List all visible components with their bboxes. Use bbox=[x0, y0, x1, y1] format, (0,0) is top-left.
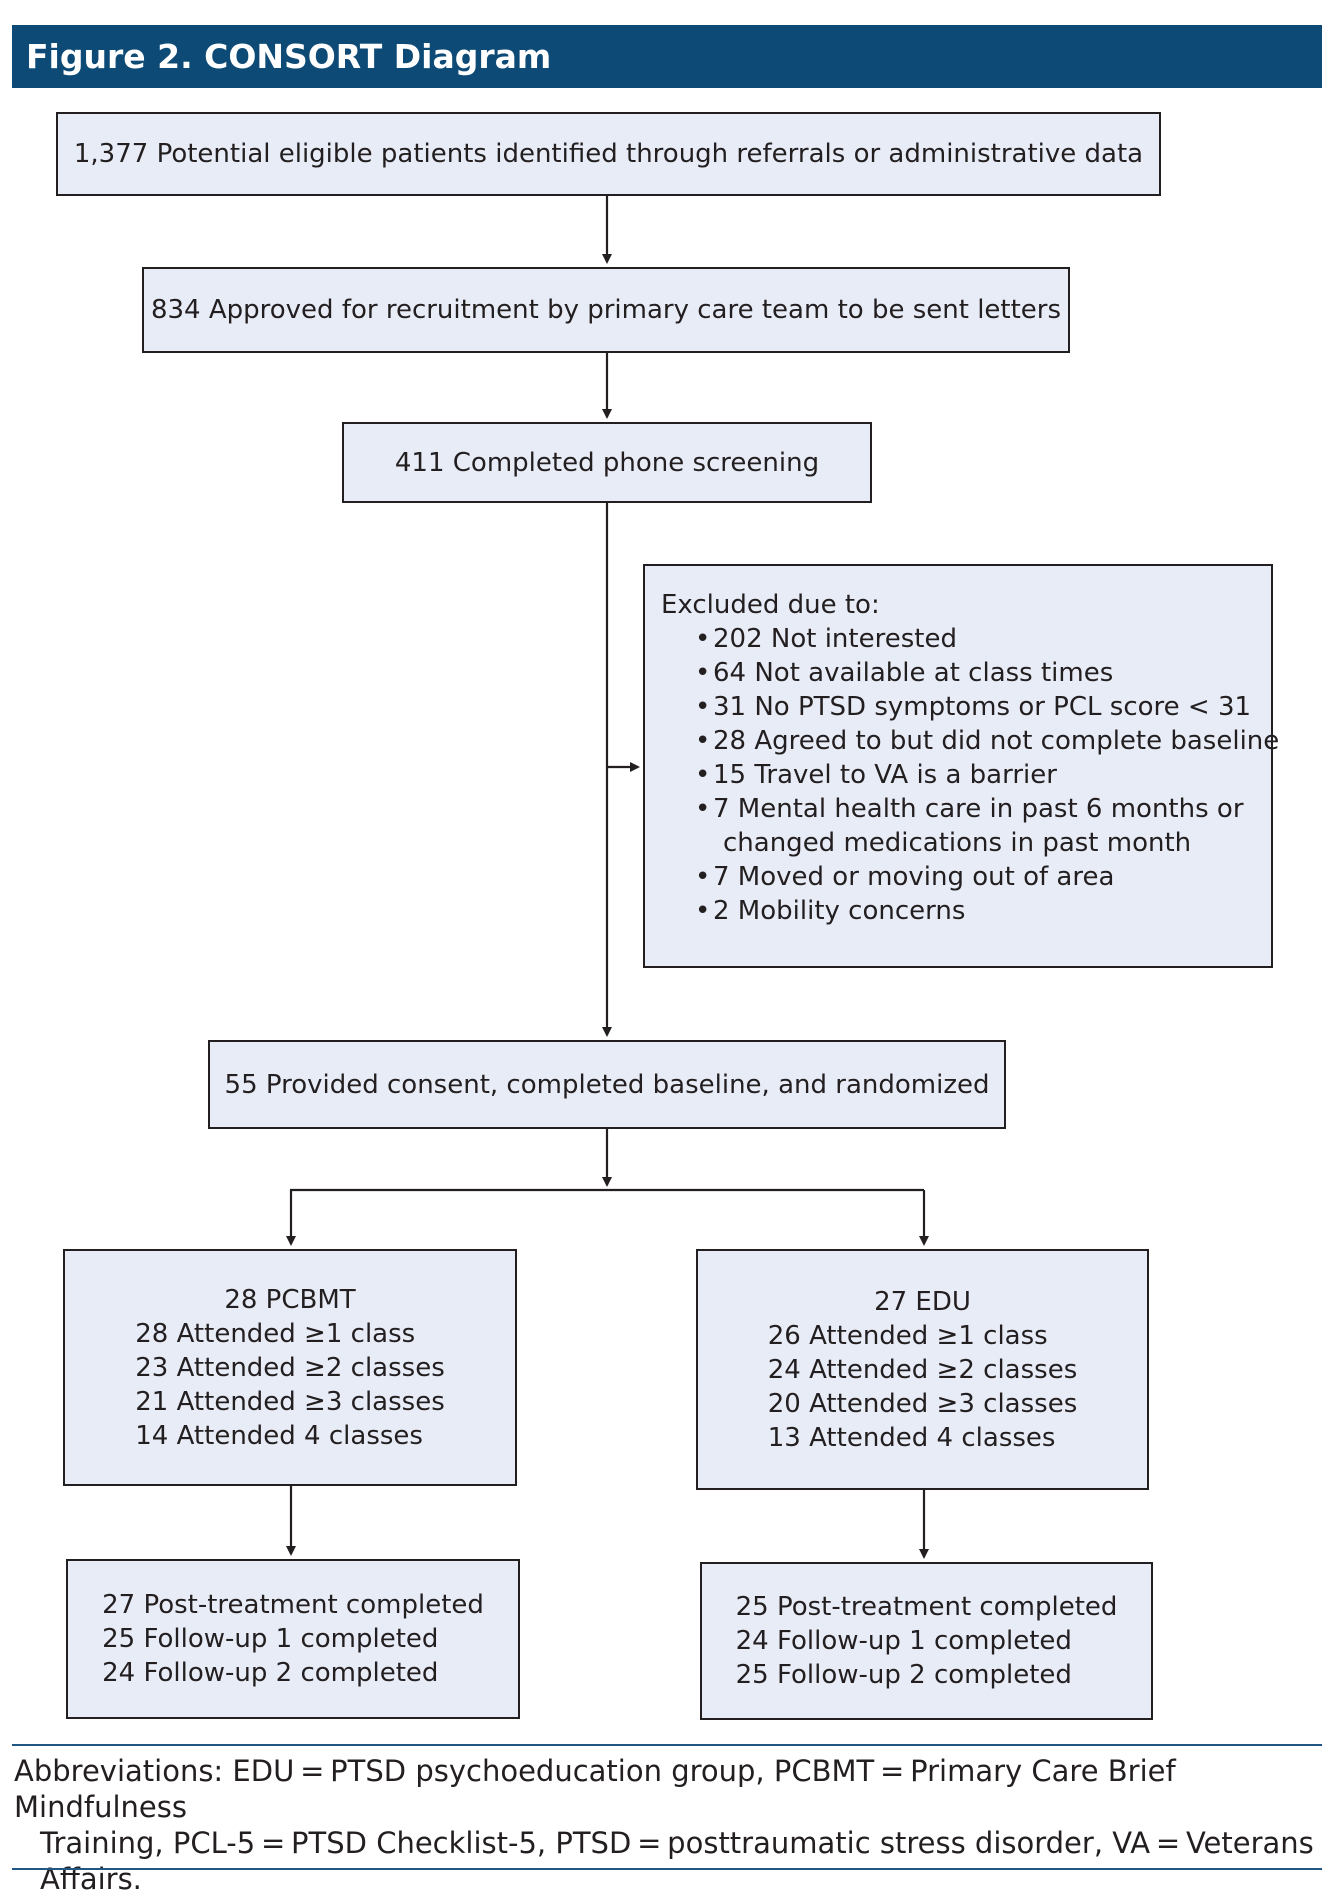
excluded-item: •64 Not available at class times bbox=[661, 656, 1271, 690]
bullet-icon: • bbox=[695, 692, 711, 722]
abbreviations-line: Abbreviations: EDU = PTSD psychoeducatio… bbox=[14, 1754, 1176, 1824]
bullet-icon: • bbox=[695, 760, 711, 790]
followup-edu-box: 25 Post-treatment completed 24 Follow-up… bbox=[700, 1562, 1153, 1720]
excluded-list: •202 Not interested•64 Not available at … bbox=[661, 622, 1279, 928]
identified-box: 1,377 Potential eligible patients identi… bbox=[56, 112, 1161, 196]
arm-edu-line: 20 Attended ≥3 classes bbox=[767, 1388, 1078, 1419]
randomized-box: 55 Provided consent, completed baseline,… bbox=[208, 1040, 1006, 1129]
arm-pcbmt-line: 28 Attended ≥1 class bbox=[135, 1318, 416, 1349]
arm-pcbmt-line: 21 Attended ≥3 classes bbox=[135, 1386, 445, 1417]
followup-pcbmt-line: 24 Follow-up 2 completed bbox=[102, 1658, 439, 1688]
excluded-item-text: 7 Moved or moving out of area bbox=[713, 862, 1115, 892]
bullet-icon: • bbox=[695, 624, 711, 654]
arm-edu-line: 24 Attended ≥2 classes bbox=[767, 1354, 1078, 1385]
bullet-icon: • bbox=[695, 658, 711, 688]
arm-pcbmt-line: 14 Attended 4 classes bbox=[135, 1420, 423, 1451]
footer-rule-top bbox=[12, 1744, 1322, 1746]
arm-pcbmt-line: 23 Attended ≥2 classes bbox=[135, 1352, 445, 1383]
excluded-item-text: 7 Mental health care in past 6 months or bbox=[713, 794, 1244, 824]
bullet-icon: • bbox=[695, 794, 711, 824]
excluded-item-text: 2 Mobility concerns bbox=[713, 896, 966, 926]
excluded-item: •7 Moved or moving out of area bbox=[661, 860, 1271, 894]
followup-pcbmt-line: 25 Follow-up 1 completed bbox=[102, 1624, 439, 1654]
arm-pcbmt-box: 28 PCBMT 28 Attended ≥1 class 23 Attende… bbox=[63, 1249, 517, 1486]
arm-edu-line: 13 Attended 4 classes bbox=[767, 1422, 1056, 1453]
excluded-heading: Excluded due to: bbox=[661, 590, 880, 620]
followup-edu-line: 24 Follow-up 1 completed bbox=[735, 1626, 1072, 1656]
excluded-item-text: 31 No PTSD symptoms or PCL score < 31 bbox=[713, 692, 1252, 722]
excluded-item: •202 Not interested bbox=[661, 622, 1271, 656]
followup-edu-line: 25 Post-treatment completed bbox=[735, 1592, 1118, 1622]
screened-text: 411 Completed phone screening bbox=[394, 447, 820, 478]
excluded-box: Excluded due to: •202 Not interested•64 … bbox=[643, 564, 1279, 968]
bullet-icon: • bbox=[695, 862, 711, 892]
excluded-item: •28 Agreed to but did not complete basel… bbox=[661, 724, 1279, 758]
excluded-item: •31 No PTSD symptoms or PCL score < 31 bbox=[661, 690, 1271, 724]
abbreviations-note: Abbreviations: EDU = PTSD psychoeducatio… bbox=[14, 1753, 1314, 1897]
followup-pcbmt-box: 27 Post-treatment completed 25 Follow-up… bbox=[66, 1559, 520, 1719]
randomized-text: 55 Provided consent, completed baseline,… bbox=[224, 1069, 990, 1100]
approved-text: 834 Approved for recruitment by primary … bbox=[150, 295, 1062, 325]
followup-pcbmt-line: 27 Post-treatment completed bbox=[102, 1590, 484, 1620]
approved-box: 834 Approved for recruitment by primary … bbox=[142, 267, 1070, 353]
excluded-item-continuation: changed medications in past month bbox=[723, 828, 1192, 858]
excluded-item: •2 Mobility concerns bbox=[661, 894, 1271, 928]
arm-pcbmt-head: 28 PCBMT bbox=[224, 1284, 356, 1315]
figure-title: Figure 2. CONSORT Diagram bbox=[12, 25, 1322, 88]
abbreviations-line: Training, PCL-5 = PTSD Checklist-5, PTSD… bbox=[40, 1826, 1314, 1860]
bullet-icon: • bbox=[695, 726, 711, 756]
arm-edu-head: 27 EDU bbox=[874, 1286, 971, 1317]
excluded-item-text: 28 Agreed to but did not complete baseli… bbox=[713, 726, 1280, 756]
abbreviations-line: Affairs. bbox=[40, 1862, 142, 1896]
identified-text: 1,377 Potential eligible patients identi… bbox=[73, 139, 1144, 169]
arm-edu-box: 27 EDU 26 Attended ≥1 class 24 Attended … bbox=[696, 1249, 1149, 1490]
excluded-item-text: 64 Not available at class times bbox=[713, 658, 1114, 688]
excluded-item-text: 202 Not interested bbox=[713, 624, 957, 654]
excluded-item-text: 15 Travel to VA is a barrier bbox=[713, 760, 1057, 790]
excluded-item: •7 Mental health care in past 6 months o… bbox=[661, 792, 1271, 826]
followup-edu-line: 25 Follow-up 2 completed bbox=[735, 1660, 1072, 1690]
excluded-item: •15 Travel to VA is a barrier bbox=[661, 758, 1271, 792]
screened-box: 411 Completed phone screening bbox=[342, 422, 872, 503]
footer-rule-bottom bbox=[12, 1868, 1322, 1870]
bullet-icon: • bbox=[695, 896, 711, 926]
arm-edu-line: 26 Attended ≥1 class bbox=[767, 1320, 1048, 1351]
